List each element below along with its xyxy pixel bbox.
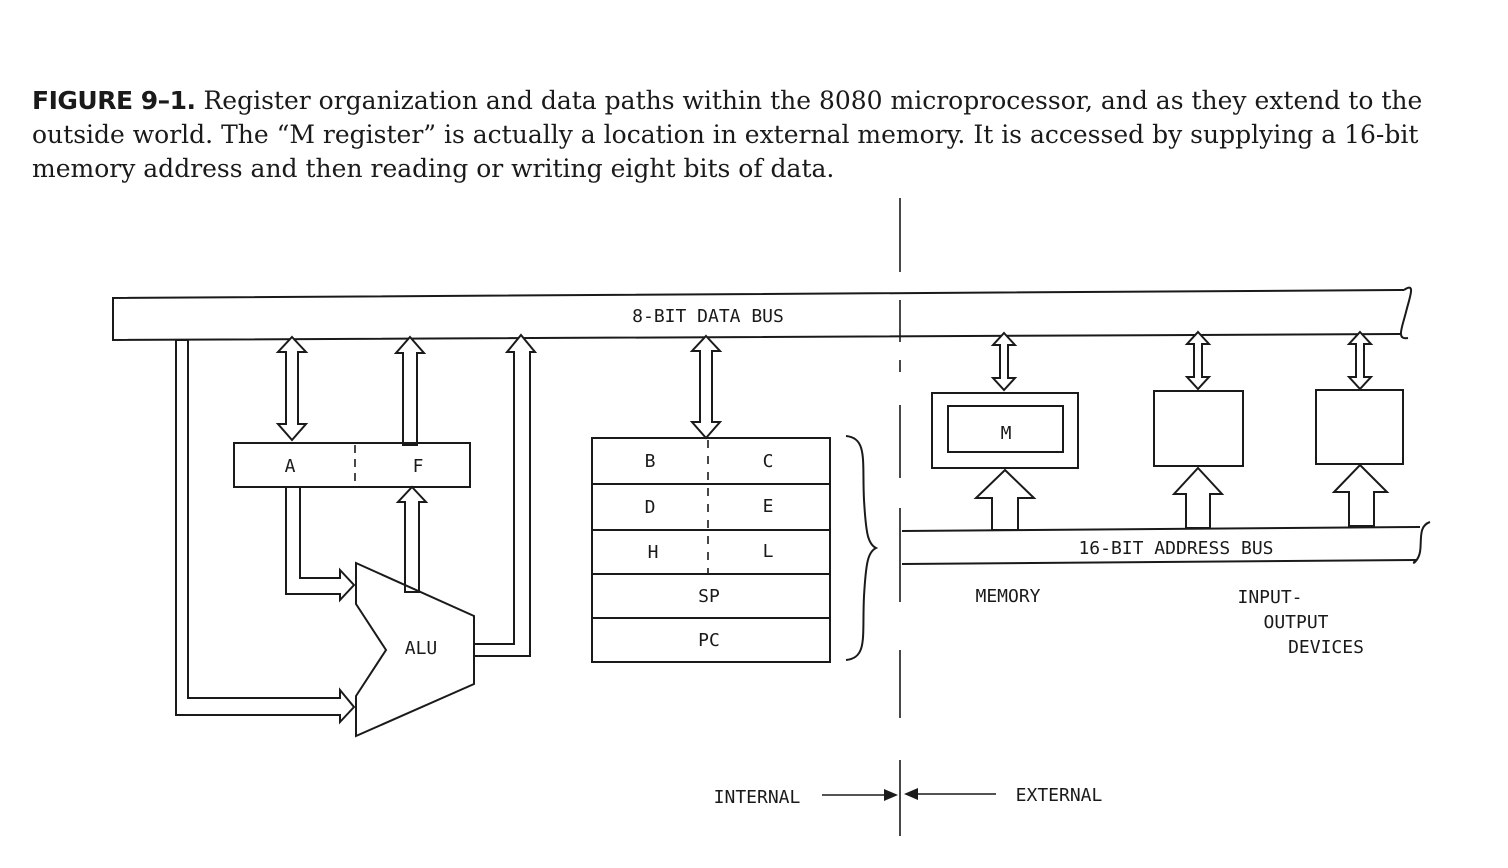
register-file-brace [845, 435, 879, 661]
data-bus-arrow-memory [990, 331, 1018, 392]
io-label-line1: INPUT- [1237, 587, 1302, 608]
caption-text: Register organization and data paths wit… [32, 86, 1423, 183]
register-c-label: C [763, 451, 774, 472]
register-file [591, 437, 831, 663]
address-bus-label: 16-BIT ADDRESS BUS [1078, 538, 1273, 559]
address-bus [901, 521, 1431, 565]
a-to-alu-path [285, 486, 356, 603]
register-sp-label: SP [698, 586, 720, 607]
data-bus-label: 8-BIT DATA BUS [632, 306, 784, 327]
data-bus-arrow-io-1 [1184, 330, 1212, 391]
io-label-line3: DEVICES [1288, 637, 1364, 658]
flags-to-bus-arrow [393, 335, 427, 446]
external-label: EXTERNAL [1016, 785, 1103, 806]
figure-caption: FIGURE 9–1. Register organization and da… [32, 84, 1492, 186]
internal-label: INTERNAL [714, 787, 801, 808]
memory-label: MEMORY [975, 586, 1040, 607]
address-arrow-memory [973, 468, 1037, 531]
alu-output-path [473, 333, 538, 657]
internal-external-arrows [822, 788, 996, 801]
bus-to-alu-path [175, 339, 356, 725]
register-f-label: F [413, 456, 424, 477]
data-bus [112, 286, 1412, 342]
register-b-label: B [645, 451, 656, 472]
register-pc-label: PC [698, 630, 720, 651]
memory-register-label: M [1001, 423, 1012, 444]
data-bus-arrow-registers [689, 334, 723, 440]
io-device-box-1 [1153, 390, 1244, 467]
register-h-label: H [648, 542, 659, 563]
register-a-label: A [285, 456, 296, 477]
register-e-label: E [763, 496, 774, 517]
figure-label: FIGURE 9–1. [32, 86, 196, 115]
memory-box [931, 392, 1079, 469]
alu-label: ALU [405, 638, 438, 659]
io-device-box-2 [1315, 389, 1404, 465]
io-label-line2: OUTPUT [1263, 612, 1328, 633]
address-arrow-io-1 [1171, 466, 1225, 529]
data-bus-arrow-io-2 [1346, 330, 1374, 391]
register-d-label: D [645, 497, 656, 518]
alu-to-flags-arrow [395, 485, 429, 593]
register-l-label: L [763, 541, 774, 562]
alu [355, 561, 475, 738]
data-bus-arrow-a [275, 335, 309, 442]
address-arrow-io-2 [1331, 463, 1390, 527]
register-af [233, 442, 471, 488]
